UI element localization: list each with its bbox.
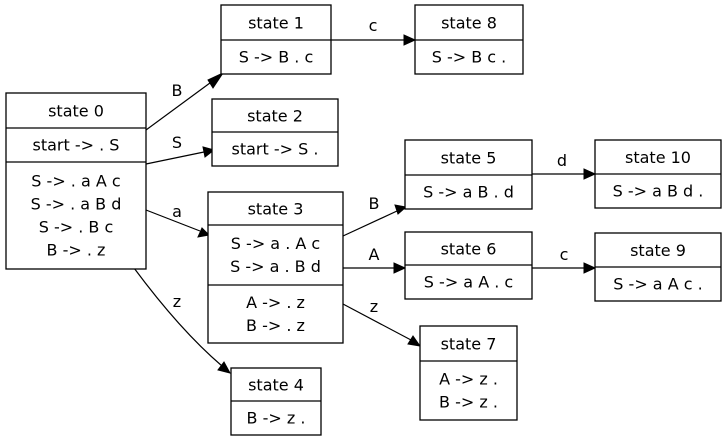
edge-line bbox=[145, 79, 215, 131]
state-node-s2: state 2 start -> S . bbox=[211, 98, 339, 167]
lr-item: S -> a . B d bbox=[230, 257, 321, 276]
lr-item: S -> B c . bbox=[432, 48, 507, 67]
transition-s1-s8: c bbox=[331, 16, 417, 46]
state-node-s9: state 9 S -> a A c . bbox=[594, 232, 722, 302]
lr-item: B -> z . bbox=[247, 409, 306, 428]
state-node-s7: state 7 A -> z . B -> z . bbox=[419, 325, 518, 421]
arrowhead-icon bbox=[583, 262, 597, 274]
state-box bbox=[207, 191, 344, 344]
transition-s3-s6: A bbox=[343, 245, 407, 274]
edge-line bbox=[145, 209, 201, 232]
lr-item: A -> z . bbox=[439, 370, 498, 389]
lr-item: B -> z . bbox=[439, 393, 498, 412]
lr-item: S -> . a B d bbox=[31, 195, 122, 214]
state-title: state 3 bbox=[248, 200, 304, 219]
lr-item: S -> a B . d bbox=[423, 183, 514, 202]
state-box bbox=[419, 325, 518, 421]
arrowhead-icon bbox=[393, 262, 407, 274]
state-node-s3: state 3 S -> a . A c S -> a . B d A -> . z… bbox=[207, 191, 344, 344]
arrowhead-icon bbox=[197, 227, 211, 238]
edge-label: d bbox=[557, 151, 567, 170]
arrowhead-icon bbox=[403, 34, 417, 46]
lr-item: start -> . S bbox=[33, 136, 120, 155]
state-title: state 5 bbox=[441, 149, 497, 168]
state-title: state 8 bbox=[441, 14, 497, 33]
edge-label: c bbox=[560, 245, 569, 264]
edge-label: S bbox=[172, 133, 182, 152]
transition-s0-s3: a bbox=[145, 202, 211, 238]
state-title: state 6 bbox=[441, 240, 497, 259]
arrowhead-icon bbox=[583, 168, 597, 180]
state-title: state 9 bbox=[630, 241, 686, 260]
state-title: state 7 bbox=[441, 335, 497, 354]
edge-label: a bbox=[172, 202, 182, 221]
lr-item: start -> S . bbox=[232, 140, 319, 159]
edge-line bbox=[342, 303, 412, 341]
state-node-s8: state 8 S -> B c . bbox=[414, 4, 524, 75]
lr-item: B -> . z bbox=[47, 241, 106, 260]
edge-label: A bbox=[369, 245, 380, 264]
arrowhead-icon bbox=[217, 361, 231, 374]
lr-item: S -> a . A c bbox=[231, 234, 320, 253]
state-title: state 4 bbox=[248, 376, 304, 395]
transition-s0-s1: B bbox=[145, 71, 225, 131]
state-node-s0: state 0 start -> . S S -> . a A c S -> . a… bbox=[5, 92, 147, 270]
lr-item: S -> B . c bbox=[239, 48, 314, 67]
state-title: state 2 bbox=[247, 107, 303, 126]
edge-label: B bbox=[172, 81, 183, 100]
transition-s3-s5: B bbox=[342, 194, 408, 237]
lr-item: S -> . B c bbox=[39, 218, 114, 237]
edge-label: z bbox=[173, 292, 181, 311]
state-node-s5: state 5 S -> a B . d bbox=[404, 139, 533, 210]
state-title: state 10 bbox=[625, 148, 691, 167]
state-box bbox=[5, 92, 147, 270]
transition-s3-s7: z bbox=[342, 297, 422, 347]
transition-s0-s4: z bbox=[133, 267, 231, 374]
transition-s6-s9: c bbox=[532, 245, 597, 274]
lr-item: S -> a A c . bbox=[613, 275, 702, 294]
state-node-s10: state 10 S -> a B d . bbox=[594, 139, 722, 209]
edge-label: z bbox=[370, 297, 378, 316]
arrowhead-icon bbox=[394, 204, 408, 215]
arrowhead-icon bbox=[202, 146, 216, 158]
lr-item: A -> . z bbox=[246, 293, 305, 312]
state-node-s6: state 6 S -> a A . c bbox=[404, 231, 533, 300]
arrowhead-icon bbox=[407, 335, 422, 347]
lr-item: S -> a A . c bbox=[424, 273, 513, 292]
arrowhead-icon bbox=[207, 71, 225, 89]
lr-item: B -> . z bbox=[246, 316, 305, 335]
transition-s5-s10: d bbox=[532, 151, 597, 180]
state-title: state 0 bbox=[48, 102, 104, 121]
edge-label: B bbox=[369, 194, 380, 213]
state-node-s1: state 1 S -> B . c bbox=[220, 4, 332, 75]
edge-line bbox=[342, 210, 398, 237]
edge-label: c bbox=[369, 16, 378, 35]
transition-s0-s2: S bbox=[145, 133, 216, 165]
edge-line bbox=[133, 267, 223, 367]
lr-item: S -> . a A c bbox=[31, 172, 120, 191]
edge-line bbox=[145, 151, 205, 165]
lr-item: S -> a B d . bbox=[613, 182, 704, 201]
state-node-s4: state 4 B -> z . bbox=[230, 367, 322, 436]
state-title: state 1 bbox=[248, 14, 304, 33]
state-nodes: state 0 start -> . S S -> . a A c S -> . a… bbox=[5, 4, 722, 436]
